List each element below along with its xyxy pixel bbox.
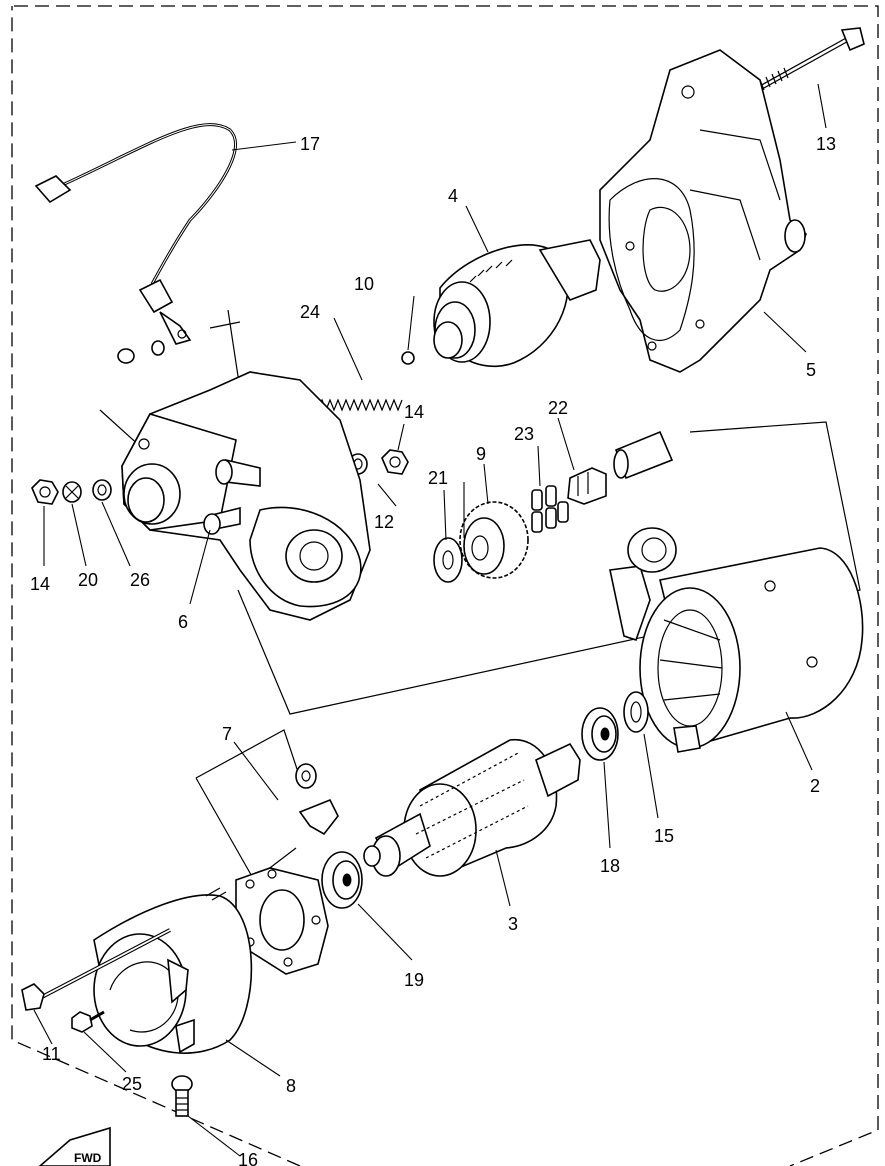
label-part-4: 4 xyxy=(448,186,458,206)
lead-wire-17 xyxy=(34,123,237,345)
roller-holder-22 xyxy=(567,467,607,505)
label-part-3: 3 xyxy=(508,914,518,934)
assembly-outline-box xyxy=(237,421,861,715)
svg-text:FWD: FWD xyxy=(74,1151,102,1165)
rear-cover-8 xyxy=(93,887,253,1054)
magnetic-switch-6 xyxy=(121,371,371,621)
label-part-23: 23 xyxy=(514,424,534,444)
nut-14-upper xyxy=(381,449,409,475)
nut-14-lower xyxy=(31,479,59,505)
label-part-18: 18 xyxy=(600,856,620,876)
label-part-7: 7 xyxy=(222,724,232,744)
brush-holder-plate xyxy=(235,867,329,975)
label-part-15: 15 xyxy=(654,826,674,846)
washer-21 xyxy=(433,537,463,583)
label-part-21: 21 xyxy=(428,468,448,488)
label-part-16: 16 xyxy=(238,1150,258,1166)
label-part-24: 24 xyxy=(300,302,320,322)
label-part-25: 25 xyxy=(122,1074,142,1094)
label-part-10: 10 xyxy=(354,274,374,294)
label-part-19: 19 xyxy=(404,970,424,990)
lock-washer-20 xyxy=(62,481,82,503)
shaft-pin xyxy=(613,430,674,480)
brush-outline-box xyxy=(195,729,301,881)
label-part-14-upper: 14 xyxy=(404,402,424,422)
frame-border xyxy=(11,5,879,1166)
label-part-6: 6 xyxy=(178,612,188,632)
leader-lines xyxy=(33,83,827,1157)
washer-26 xyxy=(92,479,112,501)
label-part-9: 9 xyxy=(476,444,486,464)
drive-housing-5 xyxy=(599,49,807,373)
washer-15 xyxy=(623,691,649,733)
label-part-12: 12 xyxy=(374,512,394,532)
yoke-2 xyxy=(609,527,864,753)
label-part-13: 13 xyxy=(816,134,836,154)
bearing-19 xyxy=(321,851,363,909)
spring-24 xyxy=(317,398,403,412)
label-part-14-lower: 14 xyxy=(30,574,50,594)
bolt-13 xyxy=(758,27,865,91)
label-part-11: 11 xyxy=(42,1044,61,1064)
label-part-20: 20 xyxy=(78,570,98,590)
label-part-26: 26 xyxy=(130,570,150,590)
terminal-screw xyxy=(117,340,165,364)
screw-16 xyxy=(171,1075,193,1117)
through-bolt-11 xyxy=(21,928,171,1011)
fwd-arrow-icon: FWD xyxy=(38,1126,111,1166)
label-part-22: 22 xyxy=(548,398,568,418)
screw-25 xyxy=(71,1010,105,1033)
label-part-5: 5 xyxy=(806,360,816,380)
steel-ball-10 xyxy=(401,351,415,365)
brush-7 xyxy=(295,763,339,836)
label-part-8: 8 xyxy=(286,1076,296,1096)
label-part-17: 17 xyxy=(300,134,320,154)
armature-3 xyxy=(363,739,581,877)
rollers-23 xyxy=(531,485,569,533)
bearing-18 xyxy=(581,707,619,761)
idle-gear-9 xyxy=(459,501,529,579)
pinion-clutch-4 xyxy=(433,239,601,368)
label-part-2: 2 xyxy=(810,776,820,796)
